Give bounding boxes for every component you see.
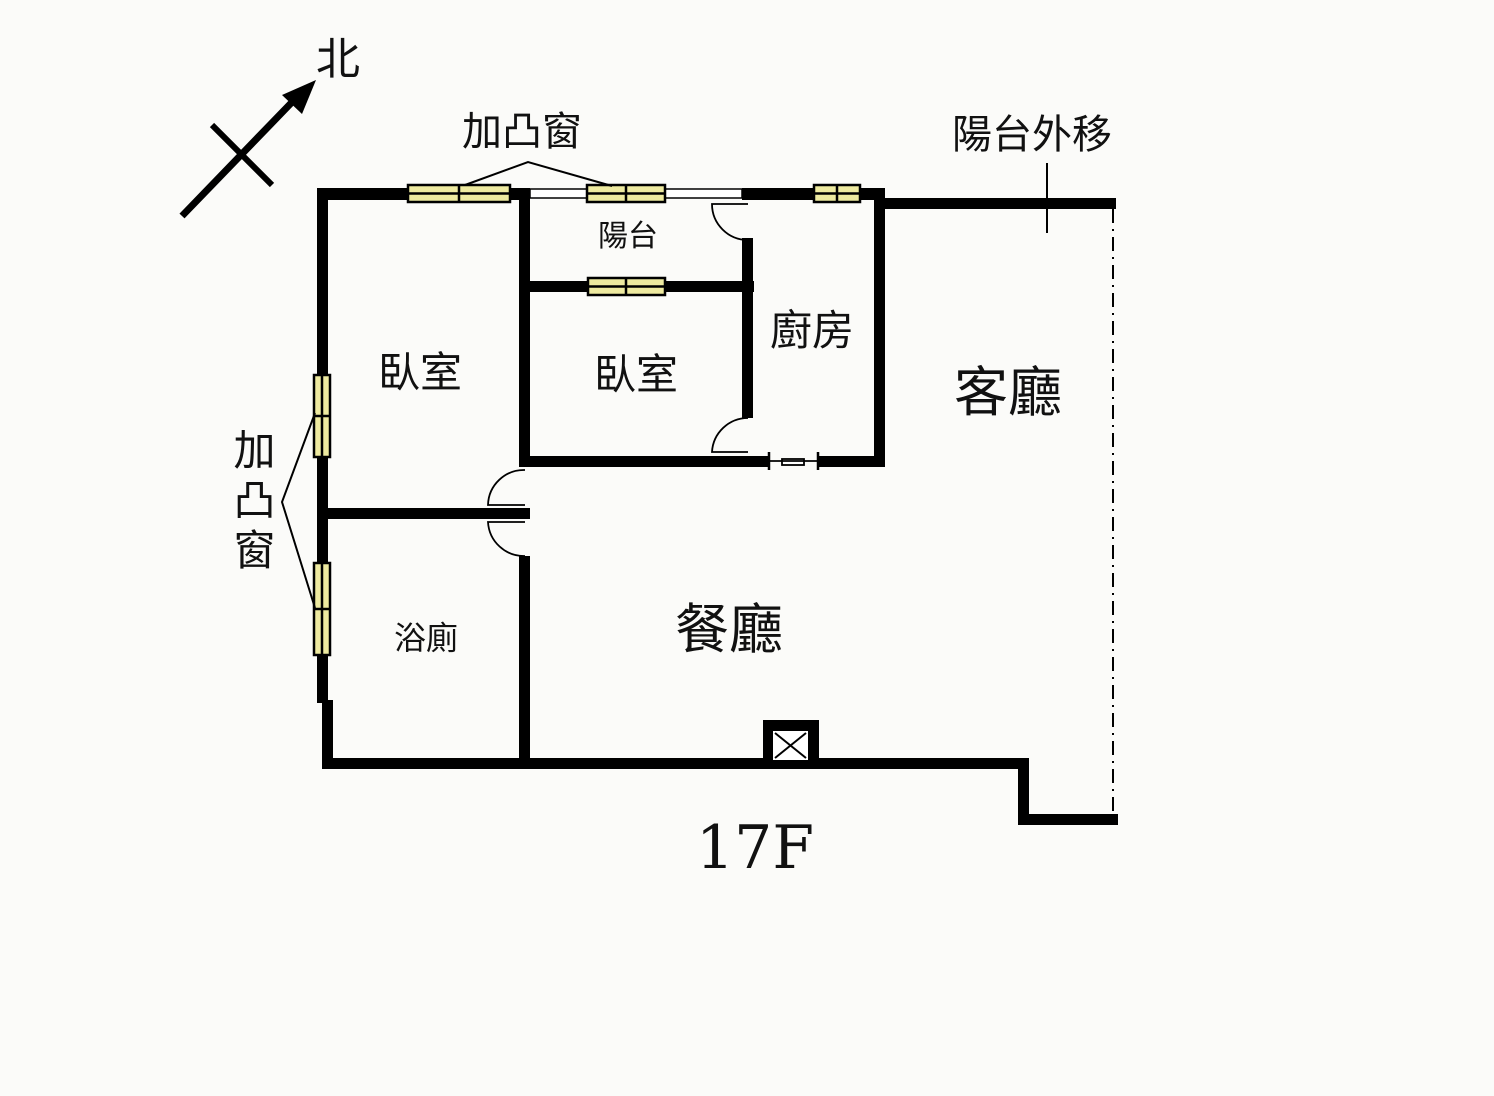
room-living: 客廳 [954,361,1062,424]
room-balcony: 陽台 [598,219,658,254]
windows [312,183,862,657]
north-arrow-icon [179,80,316,219]
leader-lines [280,160,1048,609]
room-bathroom: 浴廁 [394,619,459,657]
room-dining: 餐廳 [675,598,783,661]
floor-label: 17F [696,813,814,883]
duct-shaft-icon [773,731,808,760]
room-bedroom-west: 臥室 [378,348,463,397]
north-label: 北 [316,34,360,85]
walls [317,188,1118,825]
room-bedroom-middle: 臥室 [594,350,679,399]
doors [487,203,820,557]
room-kitchen: 廚房 [770,306,855,355]
bay-window-left-label: 加凸窗 [227,428,276,578]
bay-window-top-label: 加凸窗 [462,109,582,155]
balcony-moved-out-label: 陽台外移 [952,112,1112,158]
